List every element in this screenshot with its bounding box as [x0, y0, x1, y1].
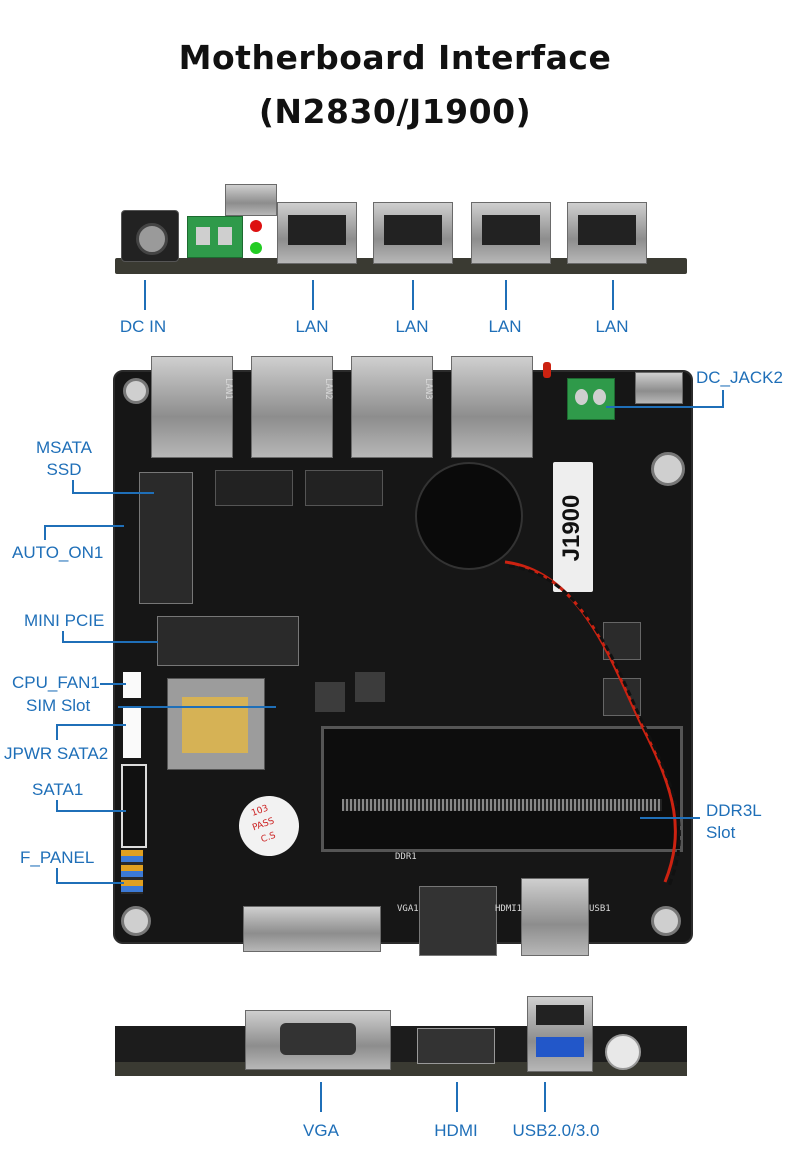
label-msata-line1: MSATA — [35, 438, 93, 457]
page-subtitle: (N2830/J1900) — [258, 92, 532, 131]
status-led — [543, 362, 551, 378]
page-title: Motherboard Interface — [178, 38, 612, 77]
power-button — [605, 1034, 641, 1070]
dc-jack2-terminal — [567, 378, 615, 420]
chip-label: J1900 — [553, 462, 593, 592]
sim-slot — [167, 678, 265, 770]
silk-usb: USB1 — [589, 904, 611, 914]
cpu-fan-header — [123, 672, 141, 698]
mini-pcie-slot — [157, 616, 299, 666]
label-dc-jack2: DC_JACK2 — [696, 368, 783, 387]
label-ddr3l-line1: DDR3L — [706, 801, 762, 820]
dc-jack-port — [121, 210, 179, 262]
sata1-port — [121, 764, 147, 848]
lan-port-1 — [277, 202, 357, 264]
label-vga: VGA — [303, 1121, 339, 1140]
sata2-power-header — [123, 708, 141, 758]
lan-port-2 — [373, 202, 453, 264]
label-dc-in: DC IN — [119, 317, 167, 336]
hdmi-port-edge — [417, 1028, 495, 1064]
power-terminal-block — [187, 216, 243, 258]
silk-lan1: LAN1 — [223, 378, 233, 400]
label-lan-2: LAN — [395, 317, 429, 336]
lan-port-4 — [567, 202, 647, 264]
label-cpu-fan: CPU_FAN1 — [12, 673, 100, 692]
lan3-jack — [351, 356, 433, 458]
qc-sticker: 103 PASS C.S — [230, 787, 308, 865]
sticker-line-1: 103 — [250, 803, 270, 819]
label-lan-3: LAN — [488, 317, 522, 336]
battery-wire — [504, 560, 681, 887]
label-lan-4: LAN — [595, 317, 629, 336]
vga-connector — [243, 906, 381, 952]
lan4-jack — [451, 356, 533, 458]
vga-port-edge — [245, 1010, 391, 1070]
rear-io-photo — [115, 180, 687, 278]
silk-hdmi: HDMI1 — [495, 904, 523, 914]
label-sim-slot: SIM Slot — [26, 696, 91, 715]
sticker-line-3: C.S — [259, 830, 278, 846]
lan2-jack — [251, 356, 333, 458]
usb-connector — [521, 878, 589, 956]
label-msata: MSATA SSD — [20, 437, 108, 481]
label-ddr3l-line2: Slot — [706, 823, 736, 842]
silk-lan3: LAN3 — [423, 378, 433, 400]
front-panel-header — [121, 850, 143, 894]
silk-vga: VGA1 — [397, 904, 419, 914]
front-io-photo — [115, 996, 687, 1080]
label-mini-pcie: MINI PCIE — [24, 611, 105, 630]
green-led — [250, 242, 262, 254]
cmos-battery — [415, 462, 523, 570]
lan1-jack — [151, 356, 233, 458]
motherboard-photo: LAN1 LAN2 LAN3 J1900 DDR1 103 P — [113, 356, 693, 956]
red-led — [250, 220, 262, 232]
label-usb: USB2.0/3.0 — [512, 1121, 600, 1140]
label-hdmi: HDMI — [434, 1121, 478, 1140]
lan-port-3 — [471, 202, 551, 264]
silk-lan2: LAN2 — [323, 378, 333, 400]
silk-ddr: DDR1 — [395, 852, 417, 862]
hdmi-connector — [419, 886, 497, 956]
ddr3l-slot — [321, 726, 683, 852]
label-f-panel: F_PANEL — [20, 848, 95, 867]
label-auto-on: AUTO_ON1 — [12, 543, 104, 562]
msata-slot — [139, 472, 193, 604]
label-lan-1: LAN — [295, 317, 329, 336]
usb-port-edge — [527, 996, 593, 1072]
label-sata1: SATA1 — [32, 780, 84, 799]
label-jpwr-sata2: JPWR SATA2 — [4, 744, 109, 763]
label-ddr3l: DDR3L Slot — [706, 800, 762, 844]
label-msata-line2: SSD — [46, 460, 82, 479]
